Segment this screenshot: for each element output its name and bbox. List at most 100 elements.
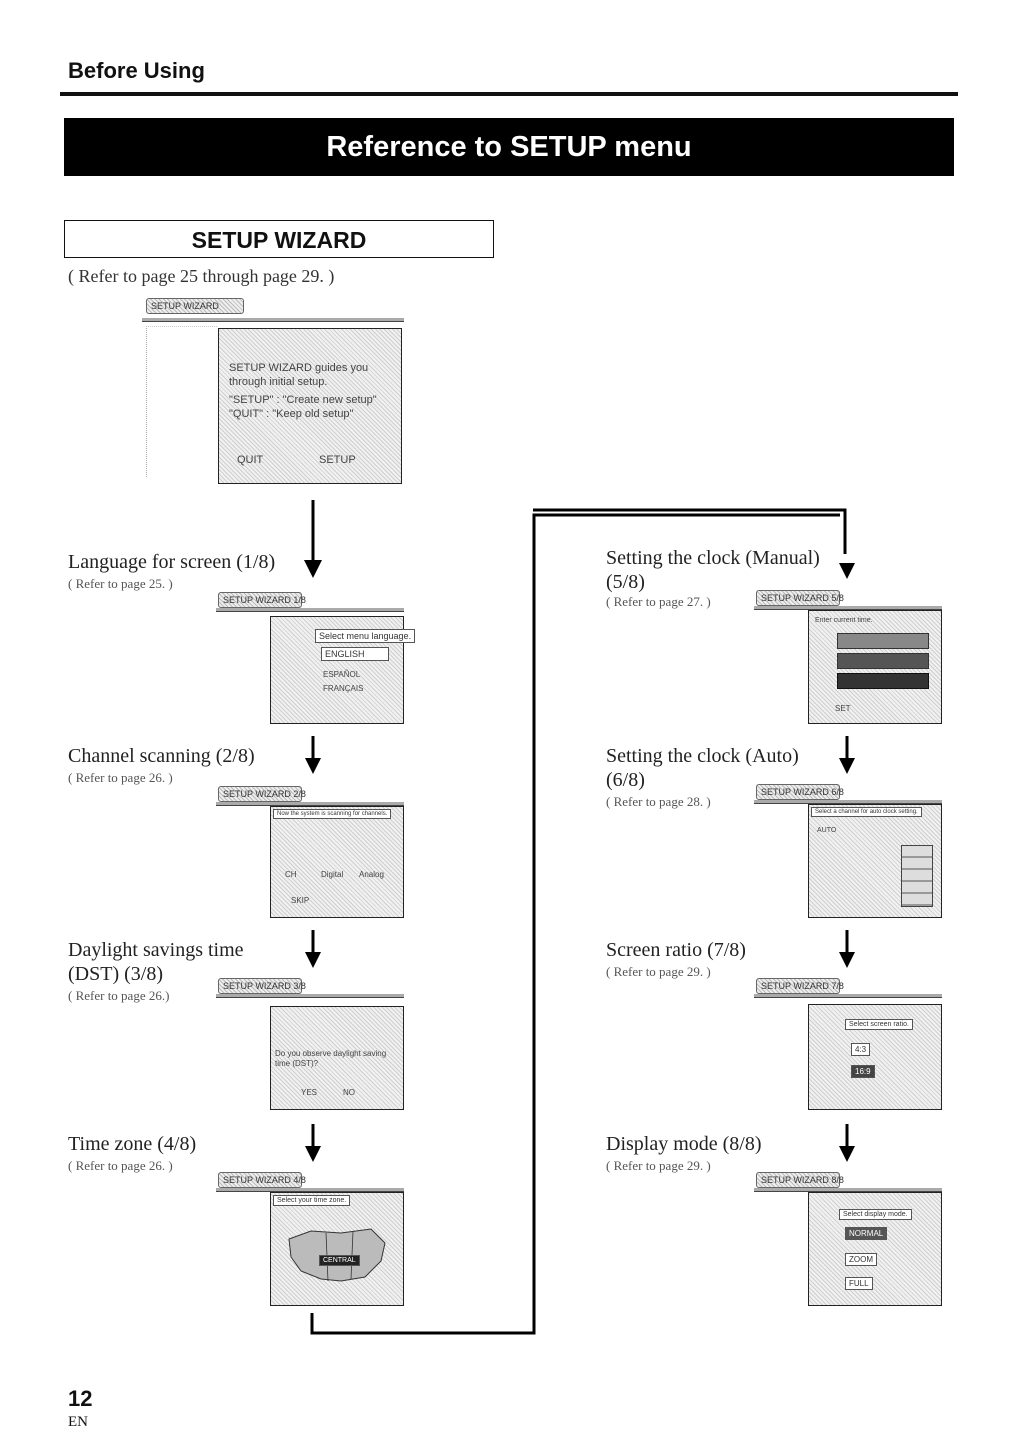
screen-tab: SETUP WIZARD 4/8 (218, 1172, 306, 1188)
option-item[interactable]: 4:3 (851, 1043, 871, 1056)
flow-connector (310, 513, 840, 1335)
step-label: Time zone (4/8) (68, 1133, 197, 1155)
step-ref: ( Refer to page 26. ) (68, 770, 173, 785)
screen-background (146, 326, 217, 477)
screen-tab: SETUP WIZARD 5/8 (756, 590, 844, 606)
screen-panel: Select screen ratio. 4:3 16:9 (808, 1004, 942, 1110)
time-row (837, 653, 929, 669)
step-screen: SETUP WIZARD 2/8 Now the system is scann… (216, 784, 404, 918)
tab-line (754, 800, 942, 804)
step-ref: ( Refer to page 29. ) (606, 1158, 711, 1173)
language-code: EN (68, 1414, 88, 1430)
channel-list[interactable] (901, 845, 933, 907)
step-screen: SETUP WIZARD 7/8 Select screen ratio. 4:… (754, 976, 942, 1110)
down-arrow-icon (304, 500, 322, 578)
option-item: Digital (321, 870, 344, 879)
tab-line (216, 994, 404, 998)
step-label: Language for screen (1/8) (68, 551, 276, 573)
date-row (837, 633, 929, 649)
tab-line (216, 608, 404, 612)
screen-prompt: Do you observe daylight saving time (DST… (275, 1049, 387, 1068)
intro-panel: SETUP WIZARD guides you through initial … (218, 328, 402, 484)
step-screen: SETUP WIZARD 8/8 Select display mode. NO… (754, 1170, 942, 1306)
step-label: Channel scanning (2/8) (68, 745, 255, 767)
down-arrow-icon (839, 930, 855, 968)
down-arrow-icon (839, 1124, 855, 1162)
down-arrow-icon (305, 930, 321, 968)
screen-tab: SETUP WIZARD 1/8 (218, 592, 306, 608)
screen-prompt: Enter current time. (815, 617, 873, 624)
set-button[interactable]: SET (835, 704, 851, 713)
section-title: Before Using (68, 58, 205, 83)
screen-prompt: Select a channel for auto clock setting. (811, 807, 922, 817)
option-item[interactable]: NO (343, 1088, 355, 1097)
screen-panel: Select menu language. ENGLISH ESPAÑOL FR… (270, 616, 416, 724)
step-ref: ( Refer to page 29. ) (606, 964, 711, 979)
option-item[interactable]: CENTRAL (319, 1255, 360, 1266)
screen-panel: Do you observe daylight saving time (DST… (270, 1006, 404, 1110)
intro-screen: SETUP WIZARD SETUP WIZARD guides you thr… (142, 296, 404, 486)
step-ref: ( Refer to page 27. ) (606, 594, 711, 609)
screen-tab: SETUP WIZARD 3/8 (218, 978, 306, 994)
option-item[interactable]: NORMAL (845, 1227, 888, 1240)
header-rule (60, 92, 958, 96)
tab-line (754, 994, 942, 998)
setup-wizard-title: SETUP WIZARD (64, 220, 494, 258)
screen-tab: SETUP WIZARD 2/8 (218, 786, 306, 802)
step-screen: SETUP WIZARD 3/8 Do you observe daylight… (216, 976, 404, 1110)
screen-prompt: Select menu language. (315, 629, 416, 643)
screen-tab: SETUP WIZARD 8/8 (756, 1172, 844, 1188)
step-label: Daylight savings time (DST) (3/8) (68, 939, 244, 985)
tab-line (754, 606, 942, 610)
step-screen: SETUP WIZARD 4/8 Select your time zone. … (216, 1170, 404, 1306)
step-label: Setting the clock (Auto) (6/8) (606, 745, 799, 791)
step-ref: ( Refer to page 26.) (68, 988, 170, 1003)
down-arrow-icon (305, 736, 321, 774)
screen-tab: SETUP WIZARD 6/8 (756, 784, 844, 800)
intro-line: through initial setup. (229, 376, 328, 388)
option-item[interactable]: FULL (845, 1277, 873, 1290)
down-arrow-icon (839, 736, 855, 774)
intro-line: "SETUP" : "Create new setup" (229, 394, 377, 406)
option-item[interactable]: AUTO (817, 827, 837, 834)
down-arrow-icon (839, 563, 855, 579)
option-item[interactable]: ZOOM (845, 1253, 877, 1266)
screen-panel: Select your time zone. CENTRAL (270, 1192, 404, 1306)
screen-prompt: Select screen ratio. (845, 1019, 913, 1030)
page-number: 12 (68, 1386, 93, 1411)
intro-line: SETUP WIZARD guides you (229, 362, 369, 374)
quit-button[interactable]: QUIT (237, 454, 264, 466)
setup-button[interactable]: SETUP (319, 454, 356, 466)
tab-line (216, 802, 404, 806)
step-label: Display mode (8/8) (606, 1133, 762, 1155)
option-item[interactable]: ESPAÑOL (323, 670, 361, 679)
intro-line: "QUIT" : "Keep old setup" (229, 408, 354, 420)
step-label: Screen ratio (7/8) (606, 939, 746, 961)
option-item[interactable]: FRANÇAIS (323, 684, 364, 693)
option-item: Analog (359, 870, 384, 879)
skip-button[interactable]: SKIP (291, 896, 310, 905)
screen-panel: Enter current time. SET (808, 610, 942, 724)
screen-panel: Now the system is scanning for channels.… (270, 806, 404, 918)
down-arrow-icon (305, 1124, 321, 1162)
step-ref: ( Refer to page 26. ) (68, 1158, 173, 1173)
step-screen: SETUP WIZARD 6/8 Select a channel for au… (754, 782, 942, 918)
screen-prompt: Now the system is scanning for channels. (273, 809, 392, 819)
tab-line (142, 318, 404, 322)
screen-prompt: Select display mode. (839, 1209, 912, 1220)
screen-panel: Select a channel for auto clock setting.… (808, 804, 942, 918)
screen-tab: SETUP WIZARD 7/8 (756, 978, 844, 994)
option-item[interactable]: YES (301, 1088, 318, 1097)
screen-tab: SETUP WIZARD (146, 298, 244, 314)
option-item[interactable]: 16:9 (851, 1065, 875, 1078)
tab-line (754, 1188, 942, 1192)
tab-line (216, 1188, 404, 1192)
page-banner: Reference to SETUP menu (64, 118, 954, 176)
screen-panel: Select display mode. NORMAL ZOOM FULL (808, 1192, 942, 1306)
time-row (837, 673, 929, 689)
step-ref: ( Refer to page 25. ) (68, 576, 173, 591)
step-screen: SETUP WIZARD 1/8 Select menu language. E… (216, 590, 416, 724)
screen-prompt: Select your time zone. (273, 1195, 351, 1206)
step-label: Setting the clock (Manual) (5/8) (606, 547, 820, 593)
option-item[interactable]: ENGLISH (321, 647, 389, 661)
